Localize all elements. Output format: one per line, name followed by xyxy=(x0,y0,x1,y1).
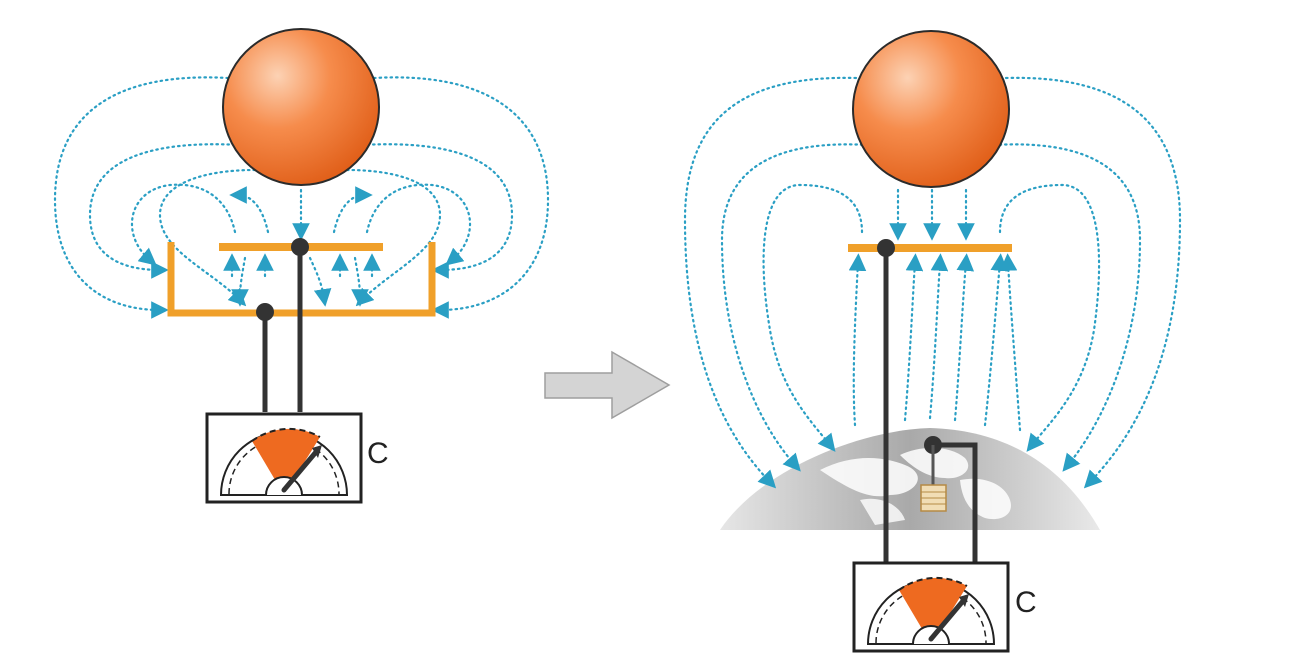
left-panel: C xyxy=(53,28,550,504)
left-meter-label: C xyxy=(367,437,389,470)
right-meter-label: C xyxy=(1015,586,1037,619)
left-junction-1 xyxy=(291,238,309,256)
globe-icon xyxy=(720,428,1100,530)
left-charged-sphere xyxy=(222,28,380,186)
right-top-plate xyxy=(848,244,1012,252)
right-arrow-icon xyxy=(544,350,671,420)
right-charged-sphere xyxy=(852,30,1010,188)
right-electrometer xyxy=(852,561,1010,653)
left-field-lines xyxy=(53,76,550,319)
right-wire-2 xyxy=(933,442,978,562)
right-junction-1 xyxy=(877,239,895,257)
left-junction-2 xyxy=(256,303,274,321)
ground-electrode-icon xyxy=(920,445,947,512)
right-panel: C xyxy=(683,30,1182,653)
right-field-lines xyxy=(683,76,1182,489)
left-electrometer xyxy=(205,412,363,504)
